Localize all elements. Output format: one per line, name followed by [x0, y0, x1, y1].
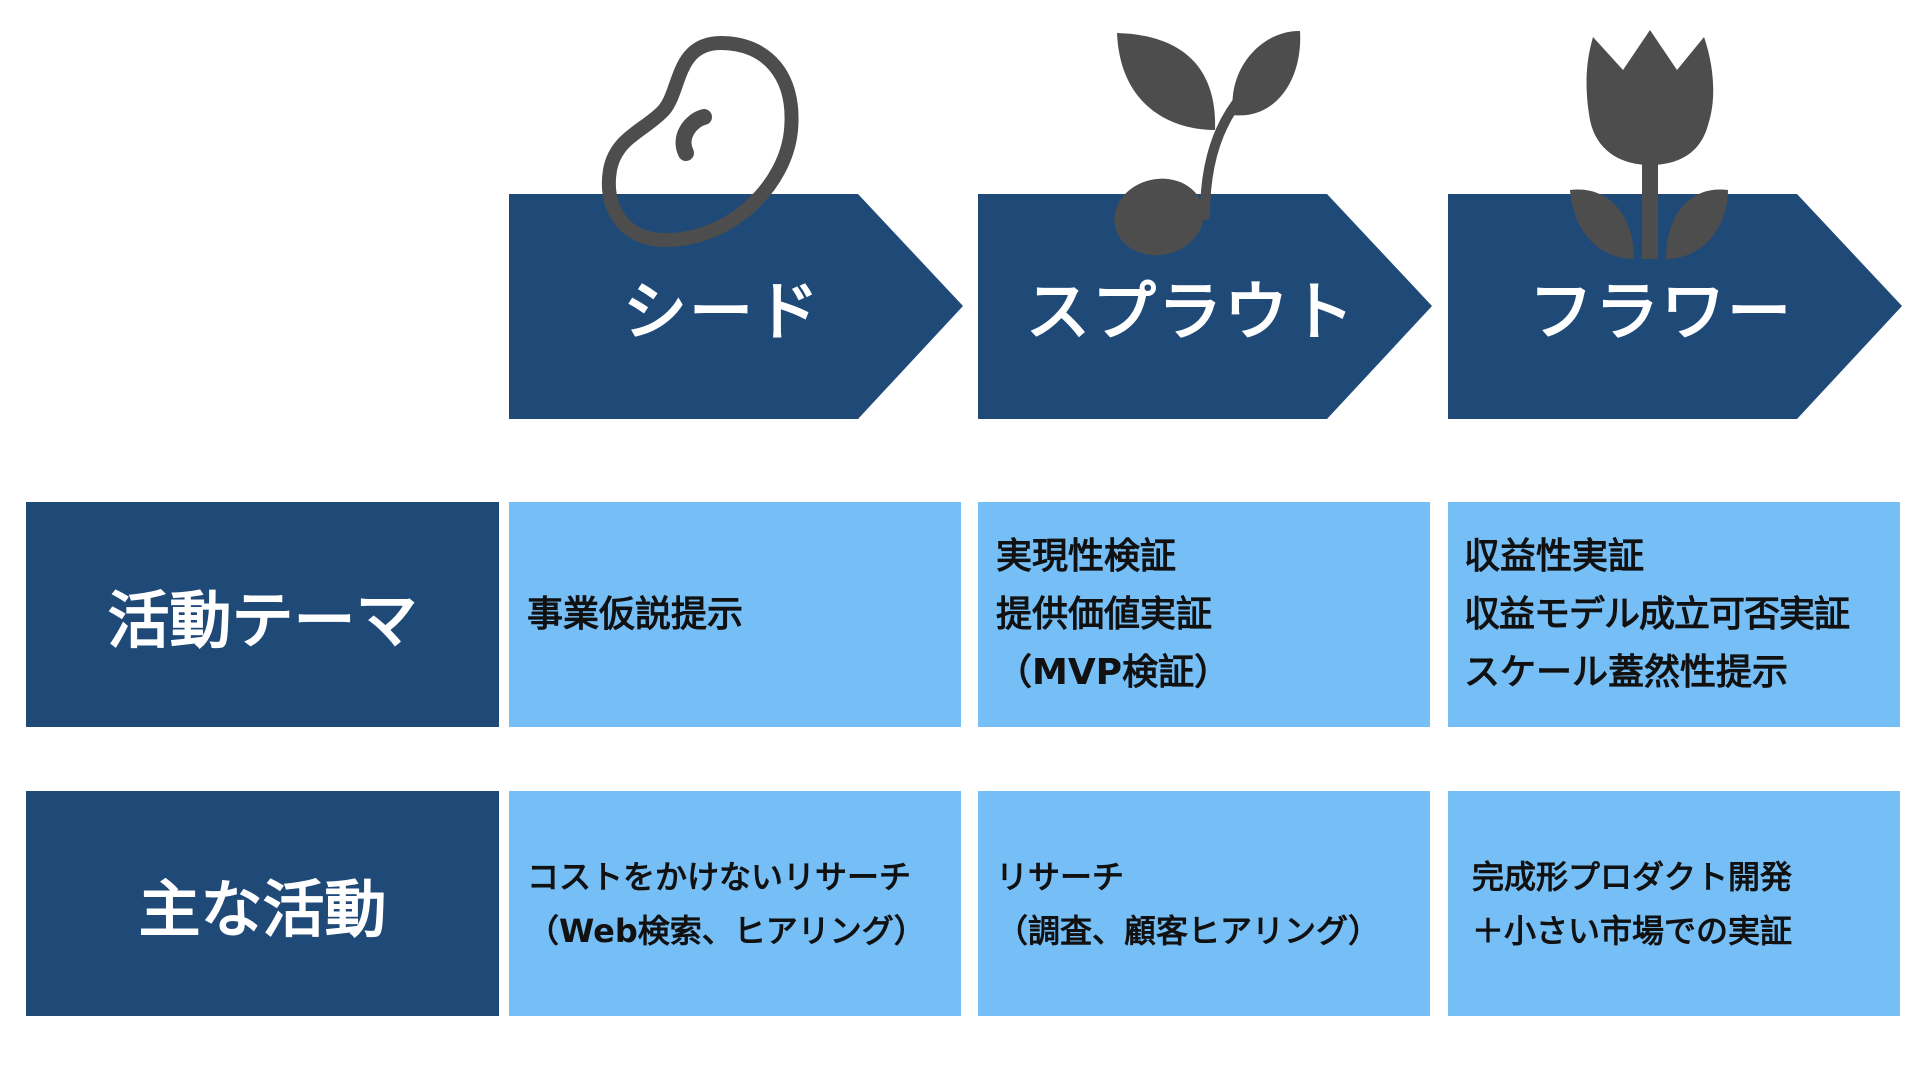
row-header-activity: 主な活動 — [26, 791, 499, 1016]
cell-line: 収益性実証 — [1464, 535, 1645, 577]
cell-line: （MVP検証） — [996, 651, 1231, 693]
theme-cell-flower: 収益性実証 収益モデル成立可否実証 スケール蓋然性提示 — [1448, 502, 1900, 727]
cell-line: 実現性検証 — [996, 535, 1177, 577]
theme-cell-sprout: 実現性検証 提供価値実証 （MVP検証） — [978, 502, 1430, 727]
cell-line: ＋小さい市場での実証 — [1472, 911, 1793, 950]
arrow-shape — [1448, 194, 1902, 419]
stage-label-seed: シード — [623, 275, 821, 350]
activity-cell-flower: 完成形プロダクト開発 ＋小さい市場での実証 — [1448, 791, 1900, 1016]
arrow-shape — [509, 194, 963, 419]
sprout-icon — [1114, 30, 1301, 256]
cell-line: 提供価値実証 — [996, 593, 1213, 635]
cell-line: スケール蓋然性提示 — [1464, 651, 1789, 693]
theme-cell-seed: 事業仮説提示 — [509, 502, 961, 727]
bean-icon — [601, 36, 799, 247]
cell-line: （調査、顧客ヒアリング） — [996, 911, 1381, 950]
row-header-theme: 活動テーマ — [26, 502, 499, 727]
stage-arrow-flower: フラワー — [1448, 194, 1902, 419]
stage-arrow-sprout: スプラウト — [978, 194, 1432, 419]
cell-line: （Web検索、ヒアリング） — [527, 911, 926, 950]
activity-cell-seed: コストをかけないリサーチ （Web検索、ヒアリング） — [509, 791, 961, 1016]
stage-label-sprout: スプラウト — [1026, 275, 1356, 350]
cell-line: 収益モデル成立可否実証 — [1464, 593, 1850, 635]
stage-arrow-seed: シード — [509, 194, 963, 419]
arrow-shape — [978, 194, 1432, 419]
tulip-icon — [1570, 30, 1728, 259]
activity-cell-sprout: リサーチ （調査、顧客ヒアリング） — [978, 791, 1430, 1016]
cell-line: リサーチ — [996, 857, 1125, 896]
stage-label-flower: フラワー — [1529, 275, 1793, 350]
cell-line: 完成形プロダクト開発 — [1472, 857, 1793, 896]
cell-line: 事業仮説提示 — [527, 593, 744, 635]
cell-line: コストをかけないリサーチ — [527, 857, 912, 896]
